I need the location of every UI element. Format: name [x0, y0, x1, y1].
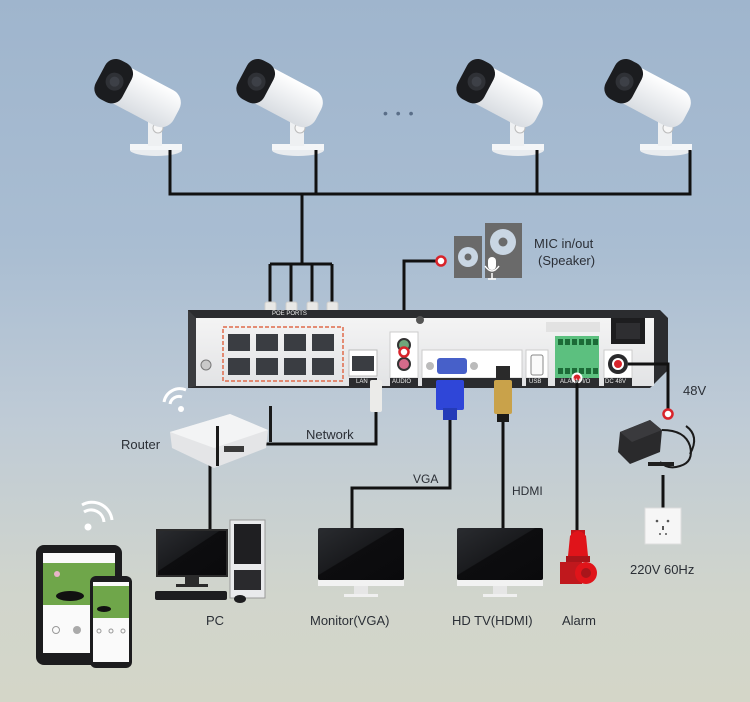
smartphone	[90, 576, 132, 668]
audio-connector-dot	[435, 255, 447, 267]
usb-port-label: USB	[529, 379, 542, 385]
router-label: Router	[121, 437, 161, 452]
alarm-port-label: ALARM I/O	[560, 379, 591, 385]
wall-socket	[644, 507, 682, 545]
lan-port-label: LAN	[356, 379, 368, 385]
mains-label: 220V 60Hz	[630, 562, 695, 577]
router-wifi-icon	[162, 387, 187, 405]
power-adapter	[618, 420, 696, 469]
hdmi-label: HDMI	[512, 484, 543, 498]
power-cable	[628, 362, 670, 412]
hdmi-tv	[457, 528, 543, 597]
hdmi-plug	[494, 366, 512, 422]
alarm-siren	[560, 530, 597, 584]
poe-ports-label: POE PORTS	[272, 311, 307, 317]
router	[170, 406, 272, 468]
vga-label: VGA	[413, 472, 439, 486]
monitor-label: Monitor(VGA)	[310, 613, 390, 628]
mobile-wifi-icon	[81, 500, 114, 523]
dc-port-label: DC 48V	[605, 379, 627, 385]
camera-2	[231, 54, 330, 157]
power-adapter-dot	[662, 408, 674, 420]
camera-bus-cable	[168, 150, 692, 306]
audio-cable	[402, 259, 440, 330]
tv-label: HD TV(HDMI)	[452, 613, 533, 628]
nvr-recorder	[188, 310, 668, 388]
power-voltage-label: 48V	[683, 383, 707, 398]
mic-label: MIC in/out	[534, 236, 594, 251]
vga-cable	[350, 420, 452, 530]
vga-plug	[436, 380, 464, 420]
camera-1	[89, 54, 188, 157]
alarm-label: Alarm	[562, 613, 596, 628]
dc-port-dot	[612, 358, 624, 370]
pc-label: PC	[206, 613, 225, 628]
camera-4	[599, 54, 698, 157]
vga-monitor	[318, 528, 404, 597]
camera-3	[451, 54, 550, 157]
more-cameras-ellipsis: • • •	[383, 105, 416, 121]
lan-plug	[370, 380, 382, 412]
network-label: Network	[306, 427, 354, 442]
network-cable	[262, 410, 378, 446]
pc	[155, 519, 266, 603]
audio-port-dot	[398, 346, 410, 358]
audio-port-label: AUDIO	[392, 379, 412, 385]
speaker-mic-icon	[454, 223, 522, 280]
speaker-label: (Speaker)	[538, 253, 596, 268]
